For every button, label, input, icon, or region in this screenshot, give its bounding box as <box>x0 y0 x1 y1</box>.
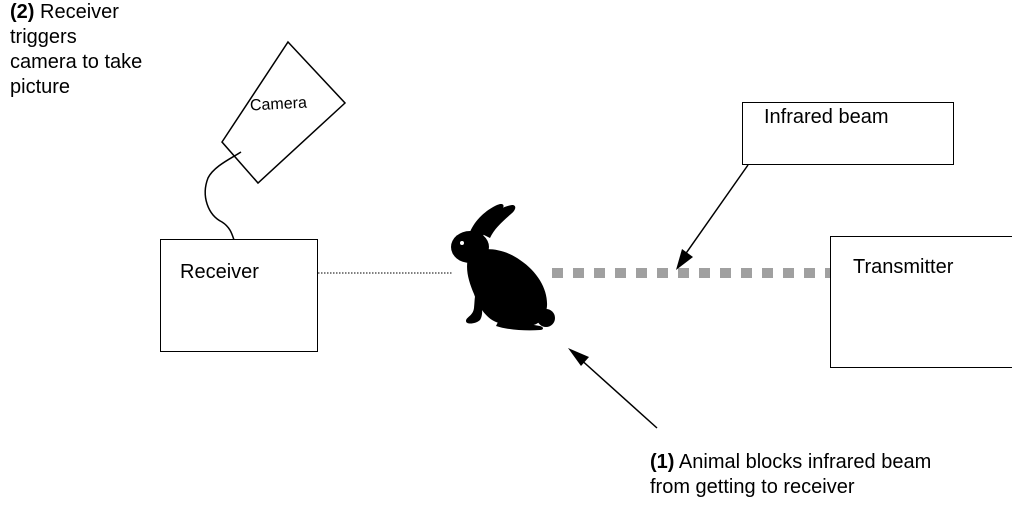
camera-body <box>221 40 347 185</box>
step2-line-3: camera to take <box>10 51 143 73</box>
transmitter-label: Transmitter <box>853 256 954 278</box>
rabbit-silhouette <box>451 203 555 331</box>
infrared-beam-callout-box <box>742 102 954 165</box>
receiver-box <box>160 239 318 352</box>
transmitter-box <box>830 236 1012 368</box>
animal-pointer-arrowhead <box>568 348 589 366</box>
receiver-label: Receiver <box>180 261 259 283</box>
animal-pointer-arrow-line <box>577 356 658 429</box>
step2-caption: (2) Receiver triggers camera to take pic… <box>10 0 142 100</box>
infrared-beam-label: Infrared beam <box>764 106 889 128</box>
step2-line-1: Receiver <box>40 1 119 23</box>
beam-pointer-arrowhead <box>676 249 693 270</box>
camera-cable <box>204 151 242 241</box>
step1-caption: (1) Animal blocks infrared beam from get… <box>650 450 931 500</box>
step1-line-1: Animal blocks infrared beam <box>678 451 932 473</box>
camera-label: Camera <box>249 94 308 115</box>
step2-number: (2) <box>10 1 35 23</box>
beam-pointer-arrow-line <box>681 164 749 260</box>
step1-number: (1) <box>650 451 675 473</box>
step2-line-2: triggers <box>10 26 77 48</box>
step1-line-2: from getting to receiver <box>650 476 855 498</box>
rabbit-eye <box>460 241 464 245</box>
step2-line-4: picture <box>10 76 71 98</box>
